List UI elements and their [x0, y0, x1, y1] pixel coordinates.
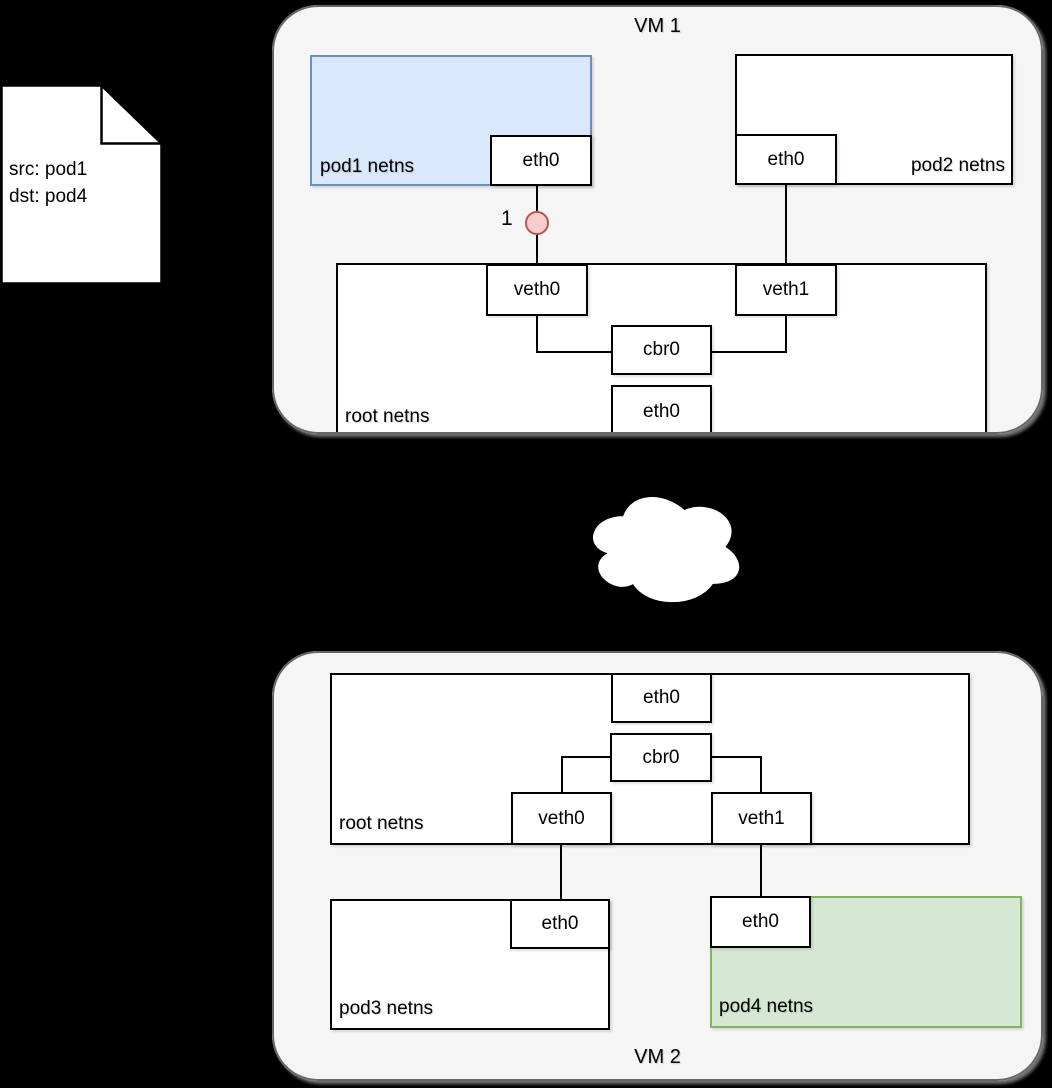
- vm1-veth1-box: veth1: [735, 264, 837, 316]
- vm1-pod1-eth0-box: eth0: [490, 135, 592, 186]
- note-dst-line: dst: pod4: [9, 186, 88, 207]
- vm1-container: VM 1 pod1 netns pod2 netns root netns et…: [272, 5, 1043, 434]
- packet-note-text: src: pod1 dst: pod4: [9, 156, 87, 210]
- vm2-pod3-netns-label: pod3 netns: [339, 998, 434, 1019]
- vm1-pod2-netns-label: pod2 netns: [910, 155, 1005, 176]
- vm2-pod3-eth0-box: eth0: [510, 899, 610, 949]
- connector-veth1-to-cbr0-h: [711, 351, 787, 353]
- vm2-title: VM 2: [634, 1046, 681, 1068]
- step-1-marker-icon: [525, 211, 549, 235]
- vm2-cbr0-box: cbr0: [610, 733, 712, 782]
- connector-cbr0-to-veth0-v: [561, 756, 563, 792]
- vm1-pod1-eth0-label: eth0: [522, 149, 560, 171]
- note-src-line: src: pod1: [9, 159, 88, 180]
- vm1-pod2-eth0-label: eth0: [767, 148, 805, 170]
- note-icon: [0, 84, 163, 285]
- vm1-pod1-netns-label: pod1 netns: [320, 156, 415, 177]
- connector-veth0-to-pod3-eth0: [560, 843, 562, 900]
- connector-pod2-eth0-to-veth1: [785, 185, 787, 265]
- packet-note: src: pod1 dst: pod4: [0, 84, 164, 285]
- connector-cbr0-to-veth0-h: [561, 756, 611, 758]
- vm2-cbr0-label: cbr0: [642, 746, 680, 768]
- vm1-root-netns-label: root netns: [345, 406, 430, 427]
- network-cloud-icon: [593, 497, 740, 603]
- vm1-title: VM 1: [634, 15, 681, 37]
- vm2-veth1-label: veth1: [738, 807, 785, 829]
- vm2-container: root netns pod3 netns pod4 netns eth0 cb…: [272, 651, 1043, 1081]
- vm2-root-netns-label: root netns: [339, 813, 424, 834]
- vm2-root-eth0-label: eth0: [643, 687, 680, 708]
- vm1-root-eth0-box: eth0: [611, 385, 712, 434]
- vm2-veth0-label: veth0: [538, 807, 585, 829]
- vm2-pod3-eth0-label: eth0: [541, 913, 579, 934]
- step-1-label: 1: [501, 207, 513, 230]
- vm1-root-eth0-label: eth0: [643, 401, 680, 422]
- connector-veth0-to-cbr0-v: [536, 316, 538, 353]
- vm1-veth0-label: veth0: [513, 279, 561, 300]
- vm2-veth0-box: veth0: [511, 792, 612, 845]
- vm1-veth0-box: veth0: [486, 264, 588, 316]
- vm1-pod2-netns-box: pod2 netns: [735, 54, 1013, 185]
- vm1-veth1-label: veth1: [762, 279, 810, 300]
- vm1-cbr0-box: cbr0: [611, 325, 712, 375]
- vm1-cbr0-label: cbr0: [643, 339, 680, 360]
- vm2-pod4-netns-box: pod4 netns: [710, 896, 1022, 1028]
- vm2-root-eth0-box: eth0: [611, 673, 712, 723]
- vm2-pod4-netns-label: pod4 netns: [719, 996, 814, 1017]
- vm2-pod4-eth0-label: eth0: [742, 911, 779, 932]
- vm2-pod4-eth0-box: eth0: [710, 896, 811, 948]
- vm2-veth1-box: veth1: [711, 792, 812, 845]
- connector-veth0-to-cbr0-h: [536, 351, 611, 353]
- vm1-pod2-eth0-box: eth0: [735, 134, 837, 185]
- connector-cbr0-to-veth1-v: [760, 756, 762, 792]
- connector-cbr0-to-veth1-h: [712, 756, 762, 758]
- connector-veth1-to-cbr0-v: [785, 316, 787, 353]
- connector-veth1-to-pod4-eth0: [760, 843, 762, 897]
